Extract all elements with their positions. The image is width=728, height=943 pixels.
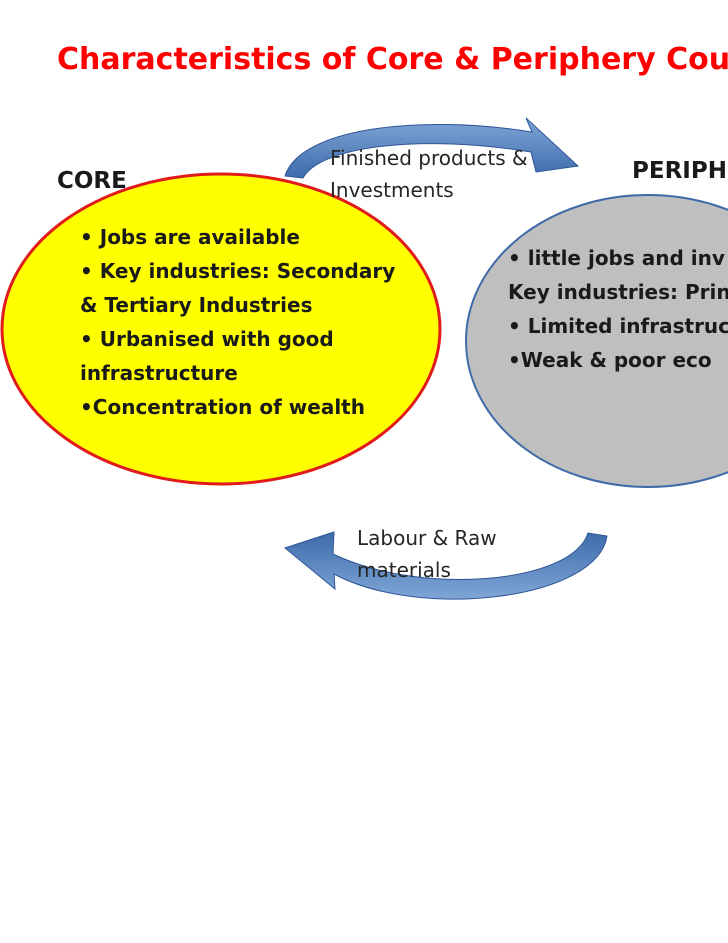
flow-label-labour-raw-materials: Labour & Raw materials xyxy=(357,526,497,582)
core-item: • Key industries: Secondary & Tertiary I… xyxy=(80,259,396,317)
core-characteristics-list: • Jobs are available • Key industries: S… xyxy=(80,220,410,424)
periphery-item: Key industries: Prin xyxy=(508,280,728,304)
core-heading: CORE xyxy=(57,168,127,194)
flow-label-finished-products: Finished products & Investments xyxy=(330,146,528,202)
core-item: •Concentration of wealth xyxy=(80,395,365,419)
core-circle xyxy=(0,172,442,486)
periphery-circle xyxy=(465,194,728,488)
core-item: • Jobs are available xyxy=(80,225,300,249)
periphery-item: • Limited infrastruc xyxy=(508,314,728,338)
curved-arrow-to-periphery-icon xyxy=(284,117,580,179)
periphery-characteristics-list: • little jobs and inv Key industries: Pr… xyxy=(508,241,728,377)
periphery-heading: PERIPH xyxy=(632,158,727,184)
periphery-item: • little jobs and inv xyxy=(508,246,725,270)
core-item: • Urbanised with good infrastructure xyxy=(80,327,334,385)
slide-title: Characteristics of Core & Periphery Cour xyxy=(57,42,728,77)
periphery-item: •Weak & poor eco xyxy=(508,348,712,372)
curved-arrow-to-core-icon xyxy=(283,531,608,600)
